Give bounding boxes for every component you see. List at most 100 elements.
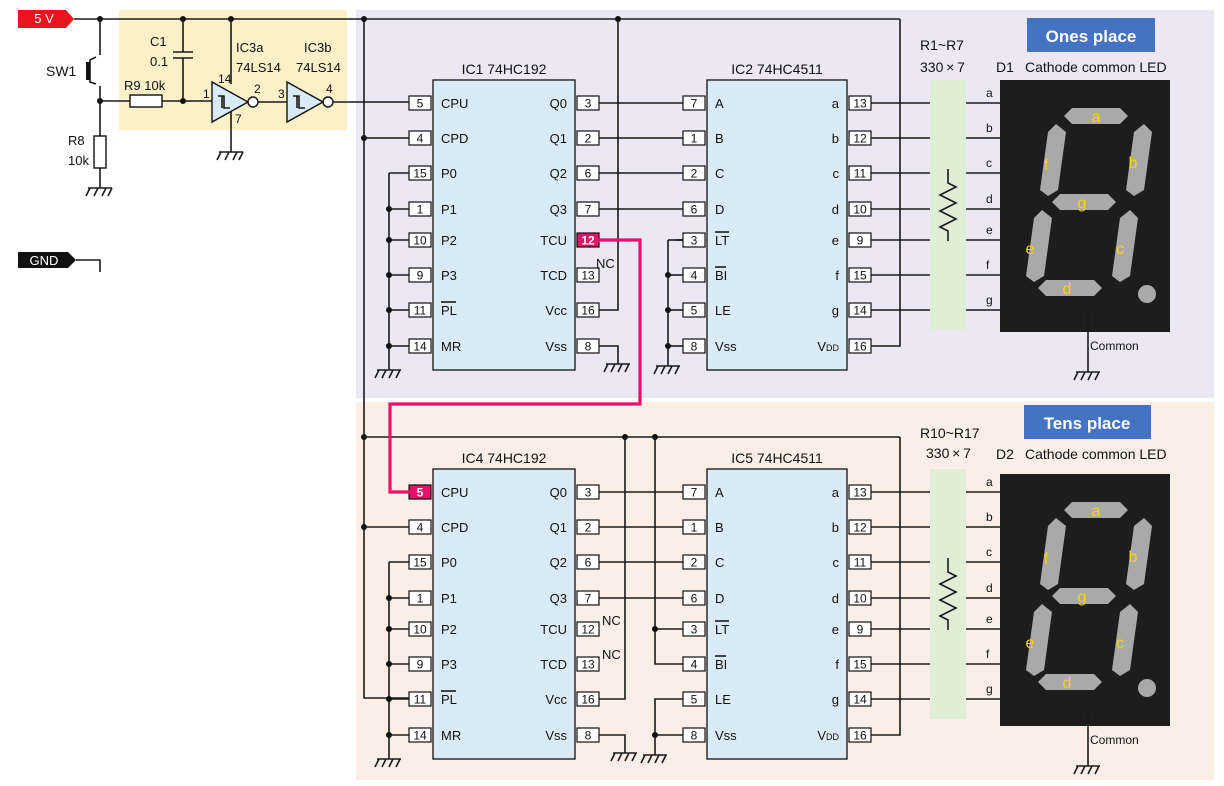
ones-decoder-ic-pin-name: Vss [715,339,737,354]
ones-led-display-segment-b [1126,124,1152,196]
ones-decoder-ic-pin-12 [848,130,872,146]
ones-counter-ic-pin-num: 9 [417,269,424,283]
ones-title-text: Ones place [1046,27,1137,46]
ones-decoder-ic-pin-num: 2 [691,167,698,181]
ones-led-display-segment-e [1026,210,1052,282]
ones-counter-ic-pin-num: 16 [581,304,595,318]
schmitt-inverter-ic3b [286,80,410,124]
tens-counter-ic-pin-name: Vss [545,728,567,743]
tens-decoder-ic-pin-name: d [832,591,839,606]
tens-decoder-ic-pin-name: a [832,485,840,500]
ones-led-display-segment-label: d [1063,281,1072,298]
ic3a-pin14: 14 [218,72,232,86]
junction-dot [652,626,658,632]
ones-counter-ic-pin-1 [408,201,432,217]
ones-decoder-ic-pin-10 [848,201,872,217]
ones-decoder-ic-title: IC2 74HC4511 [731,61,823,77]
wire [654,437,683,665]
ones-decoder-ic-pin-11 [848,165,872,181]
ones-counter-ic-pin-name: PL [441,303,457,318]
tens-decoder-ic-pin-num: 6 [691,592,698,606]
ones-decoder-ic-pin-num: 11 [854,167,867,181]
ones-decoder-ic-pin-num: 12 [853,132,867,146]
ones-counter-ic-pin-14 [408,338,432,354]
ones-counter-ic-pin-num: 14 [413,340,427,354]
tens-counter-ic-title: IC4 74HC192 [462,450,547,466]
ones-counter-ic-pin-name: P0 [441,166,457,181]
tens-decoder-ic-pin-name: LT [715,622,729,637]
ones-counter-ic-pin-name: Vcc [545,303,567,318]
tens-counter-ic-pin-num: 9 [417,658,424,672]
wire [870,19,901,347]
tens-decoder-ic-pin-num: 8 [691,729,698,743]
ones-decoder-ic-pin-5 [682,302,706,318]
ones-decoder-ic-pin-name: e [832,233,839,248]
ones-resistor-value: 330 × 7 [920,59,965,75]
tens-led-display-segment-label: d [1063,675,1072,692]
tens-counter-ic-pin-name: TCD [540,657,567,672]
tens-counter-ic-pin-name: CPU [441,485,468,500]
ones-counter-ic-pin-num: 15 [413,167,427,181]
tens-decoder-ic-pin-name: B [715,520,724,535]
ones-counter-ic-pin-name: Q0 [550,96,567,111]
ones-decoder-ic-pin-13 [848,95,872,111]
tens-counter-ic-pin-12 [576,621,600,637]
junction-dot [386,595,392,601]
tens-counter-ic-pin-name: CPD [441,520,468,535]
tens-counter-ic-pin-4 [408,519,432,535]
tens-led-display-segment-label: f [1044,551,1049,568]
ones-counter-ic-pin-3 [576,95,600,111]
tens-counter-ic-pin-num: 7 [585,592,592,606]
ones-seg-line-label: g [986,293,993,307]
tens-decoder-ic-pin-8 [682,727,706,743]
ic3b-name: IC3b [304,40,331,55]
tens-counter-ic-pin-num: 2 [585,521,592,535]
ones-counter-ic-pin-13 [576,267,600,283]
ones-decoder-ic-pin-1 [682,130,706,146]
tens-decoder-ic-pin-name: c [833,555,840,570]
ones-decoder-ic-pin-num: 13 [853,97,867,111]
tens-led-display-segment-g [1052,588,1116,604]
ic3a-pin1: 1 [203,87,210,101]
ground-symbol [603,363,630,373]
ground-symbol [653,365,680,375]
tens-counter-ic-pin-num: 10 [413,623,427,637]
tens-counter-ic-pin-name: Q3 [550,591,567,606]
tens-decoder-ic-pin-16 [848,727,872,743]
r8-name: R8 [68,133,85,148]
ones-counter-ic-pin-name: CPU [441,96,468,111]
ones-led-display-segment-label: a [1092,109,1101,126]
ones-decoder-ic-body [706,79,848,371]
ones-counter-ic-pin-num: 4 [417,132,424,146]
tens-counter-ic-pin-10 [408,621,432,637]
tens-counter-ic-pin-num: 3 [585,486,592,500]
ones-decoder-ic-pin-7 [682,95,706,111]
tens-decoder-ic-pin-7 [682,484,706,500]
ones-seg-line-label: e [986,223,993,237]
tens-counter-ic-pin-name: Q1 [550,520,567,535]
tens-display-desc: Cathode common LED [1025,446,1167,462]
tens-decoder-ic-body [706,468,848,760]
tens-decoder-ic-pin-name: f [835,657,839,672]
tens-decoder-ic-pin-num: 5 [691,693,698,707]
ground-symbol [640,754,667,764]
tens-led-display-segment-label: c [1116,635,1124,652]
ones-seg-line-label: d [986,192,993,206]
c1-value: 0.1 [150,54,168,69]
r9-label: R9 10k [124,78,166,93]
ones-counter-ic-pin-num: 6 [585,167,592,181]
tens-resistor-array [930,469,966,719]
ones-display-name: D1 [996,59,1014,75]
ones-counter-ic-pin-num: 1 [417,203,424,217]
ones-counter-ic-pin-11 [408,302,432,318]
ic3a-pin7: 7 [235,112,242,126]
ones-counter-ic-pin-name: TCU [540,233,567,248]
ones-seg-line-label: f [986,258,990,272]
tens-resistor-value: 330 × 7 [926,445,971,461]
ones-led-display-segment-g [1052,194,1116,210]
tens-decoder-ic-pin-num: 3 [691,623,698,637]
tens-decoder-ic-pin-name: Vss [715,728,737,743]
gnd-label: GND [30,253,59,268]
